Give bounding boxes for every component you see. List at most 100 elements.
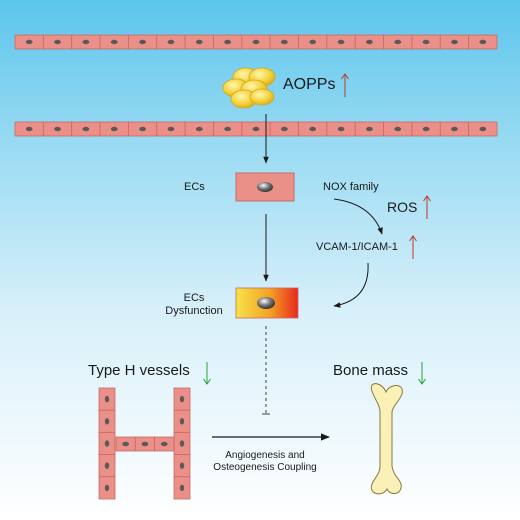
endothelial-cell [71, 121, 101, 137]
aopps-label: AOPPs [283, 76, 336, 93]
endothelial-cell [42, 34, 73, 50]
endothelial-cell [439, 34, 470, 50]
endothelial-cell [99, 121, 129, 137]
endothelial-cell [71, 34, 101, 50]
cell-nucleus [366, 126, 373, 132]
cell-nucleus [252, 126, 260, 132]
up-arrow-icon [423, 195, 431, 219]
cell-nucleus [179, 395, 185, 403]
endothelial-cell [98, 454, 116, 478]
cell-nucleus [394, 126, 402, 132]
cell-nucleus [82, 39, 90, 45]
endothelial-cell [98, 409, 116, 433]
cell-nucleus [141, 441, 149, 447]
cell-nucleus [104, 484, 110, 492]
cell-nucleus [280, 39, 288, 45]
endothelial-cell [14, 121, 44, 137]
cell-nucleus [224, 126, 232, 132]
cell-nucleus [394, 39, 402, 45]
cell-nucleus [337, 126, 345, 132]
cell-nucleus [25, 126, 33, 132]
endothelial-cell [298, 34, 328, 50]
ecs-dysfunction-label: ECs Dysfunction [160, 292, 228, 317]
endothelial-cell [439, 121, 470, 137]
cell-nucleus [82, 126, 90, 132]
vcam-icam-label: VCAM-1/ICAM-1 [316, 241, 398, 253]
up-arrow-icon [341, 73, 349, 97]
cell-nucleus [451, 39, 458, 45]
cell-nucleus [195, 126, 203, 132]
cell-nucleus [252, 39, 260, 45]
type-h-vessels-label: Type H vessels [88, 362, 190, 379]
endothelial-cell [173, 387, 191, 411]
endothelial-cell-row-top [14, 34, 498, 50]
endothelial-cell [213, 121, 243, 137]
nox-family-label: NOX family [323, 181, 379, 193]
endothelial-cell [128, 34, 158, 50]
ecs-dysfunction-cell [235, 287, 299, 319]
aopps-cluster-icon [222, 67, 276, 109]
cell-nucleus [195, 39, 203, 45]
up-arrow-icon [409, 235, 417, 259]
cell-nucleus [139, 39, 146, 45]
endothelial-cell [383, 34, 413, 50]
cell-nucleus [422, 39, 430, 45]
endothelial-cell [411, 34, 441, 50]
endothelial-cell [154, 436, 175, 452]
endothelial-cell [14, 34, 44, 50]
endothelial-cell [134, 436, 156, 452]
endothelial-cell [98, 387, 116, 411]
cell-nucleus [309, 126, 317, 132]
cell-nucleus [122, 441, 130, 447]
cell-nucleus [139, 126, 146, 132]
cell-nucleus [422, 126, 430, 132]
endothelial-cell [173, 454, 191, 478]
bone-mass-label: Bone mass [333, 362, 409, 379]
endothelial-cell [42, 121, 73, 137]
arrow-nox-to-vcam [333, 198, 383, 235]
endothelial-cell [184, 34, 214, 50]
type-h-vessel [98, 387, 191, 500]
cell-nucleus [366, 39, 373, 45]
endothelial-cell [383, 121, 413, 137]
ecs-dysfunction-label-line1: ECs [183, 292, 205, 304]
cell-nucleus [179, 440, 185, 447]
cell-nucleus [104, 395, 110, 403]
endothelial-cell [326, 121, 356, 137]
endothelial-cell [128, 121, 158, 137]
cell-nucleus [179, 484, 185, 492]
endothelial-cell [326, 34, 356, 50]
cell-nucleus [104, 418, 110, 425]
bone-icon [370, 383, 403, 495]
cell-nucleus [54, 126, 61, 132]
endothelial-cell [411, 121, 441, 137]
cell-nucleus [280, 126, 288, 132]
cell-nucleus [479, 39, 487, 45]
cell-nucleus [167, 126, 175, 132]
down-arrow-icon [203, 362, 211, 385]
endothelial-cell [241, 34, 271, 50]
endothelial-cell [269, 121, 299, 137]
endothelial-cell [354, 121, 384, 137]
endothelial-cell [156, 121, 186, 137]
endothelial-cell [156, 34, 186, 50]
endothelial-cell-row-middle [14, 121, 498, 137]
coupling-label: Angiogenesis and Osteogenesis Coupling [195, 450, 335, 473]
endothelial-cell [173, 476, 191, 500]
endothelial-cell [173, 409, 191, 433]
endothelial-cell [98, 431, 116, 455]
cell-nucleus [179, 462, 185, 469]
coupling-label-line2: Osteogenesis Coupling [213, 461, 317, 473]
endothelial-cell [354, 34, 384, 50]
arrow-vcam-to-dysfunction [333, 262, 369, 308]
cell-nucleus [309, 39, 317, 45]
coupling-label-line1: Angiogenesis and [225, 450, 305, 461]
ecs-label: ECs [184, 181, 205, 193]
cell-nucleus [104, 440, 110, 447]
ecs-cell [235, 172, 295, 202]
cell-nucleus [25, 39, 33, 45]
cell-nucleus [110, 39, 118, 45]
endothelial-cell [298, 121, 328, 137]
